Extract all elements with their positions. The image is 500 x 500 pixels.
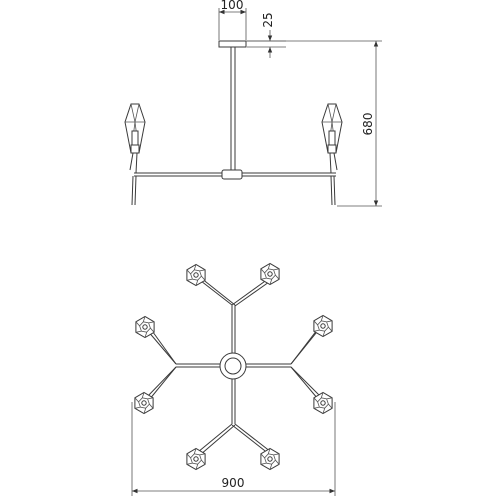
dimension-top-height: 25 (247, 12, 286, 58)
top-view-shade (313, 391, 333, 415)
dimension-overall-height: 680 (246, 40, 382, 207)
top-view-shade (313, 314, 333, 338)
top-view-shade (186, 447, 206, 471)
left-branch (145, 327, 220, 401)
dimension-top-width: 100 (218, 0, 247, 40)
upper-branch (200, 277, 270, 353)
hub (221, 169, 243, 180)
top-view-shade (260, 447, 280, 471)
right-lamp-shade (321, 103, 343, 206)
canopy (218, 40, 247, 48)
top-view: 900 (131, 262, 336, 496)
top-view-shades (134, 262, 333, 471)
dimension-label-top-width: 100 (221, 0, 244, 12)
top-view-shade (134, 391, 154, 415)
dimension-label-top-height: 25 (261, 12, 275, 27)
left-lamp-shade (124, 103, 146, 206)
side-view: 100 25 680 (124, 0, 382, 207)
lower-branch (197, 379, 272, 456)
top-view-shade (135, 315, 155, 339)
dimension-label-overall-width: 900 (222, 476, 245, 490)
top-view-shade (186, 263, 206, 287)
top-view-shade (260, 262, 280, 286)
right-branch (246, 327, 322, 400)
dimension-overall-width: 900 (131, 402, 336, 496)
dimension-label-overall-height: 680 (361, 113, 375, 136)
